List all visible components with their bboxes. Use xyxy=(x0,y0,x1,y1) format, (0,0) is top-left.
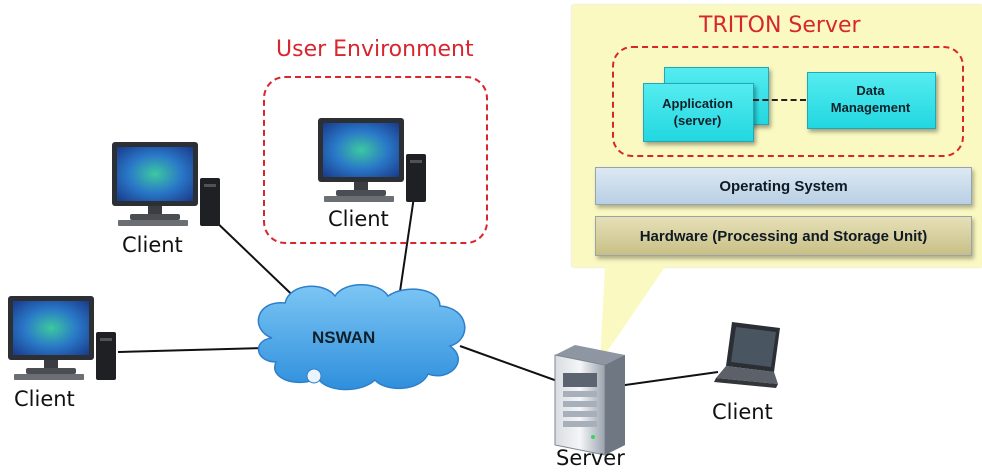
link-user-env-client xyxy=(397,189,416,306)
laptop-icon xyxy=(714,322,780,388)
desktop-computer-icon xyxy=(112,142,220,226)
nswan-label: NSWAN xyxy=(312,328,376,347)
data-management-line1: Data xyxy=(856,83,885,98)
user-environment-title: User Environment xyxy=(276,37,474,62)
server-tower-icon xyxy=(554,345,625,456)
link-left-client xyxy=(117,347,266,353)
link-laptop xyxy=(617,371,719,387)
data-management-label: Data Management xyxy=(807,82,934,116)
application-box xyxy=(643,83,754,142)
hardware-bar: Hardware (Processing and Storage Unit) xyxy=(595,216,972,256)
desktop-computer-icon xyxy=(8,296,116,380)
link-server xyxy=(459,345,561,383)
callout-pointer xyxy=(600,267,665,362)
client-label-top-left: Client xyxy=(122,233,183,257)
triton-server-title: TRITON Server xyxy=(699,13,861,38)
app-data-connector xyxy=(753,99,806,101)
application-label: Application (server) xyxy=(643,95,752,129)
nswan-cloud-icon xyxy=(257,284,466,391)
triton-application-group xyxy=(612,46,964,157)
data-management-line2: Management xyxy=(830,100,911,115)
user-environment-region xyxy=(263,76,488,244)
client-label-left: Client xyxy=(14,387,75,411)
operating-system-bar: Operating System xyxy=(595,167,972,205)
data-management-box xyxy=(807,72,936,129)
client-label-user-environment: Client xyxy=(328,207,389,231)
application-label-line1: Application xyxy=(662,96,733,111)
server-label: Server xyxy=(556,446,625,470)
client-label-laptop: Client xyxy=(712,400,773,424)
application-label-line2: (server) xyxy=(673,113,722,128)
desktop-computer-icon xyxy=(318,118,426,202)
